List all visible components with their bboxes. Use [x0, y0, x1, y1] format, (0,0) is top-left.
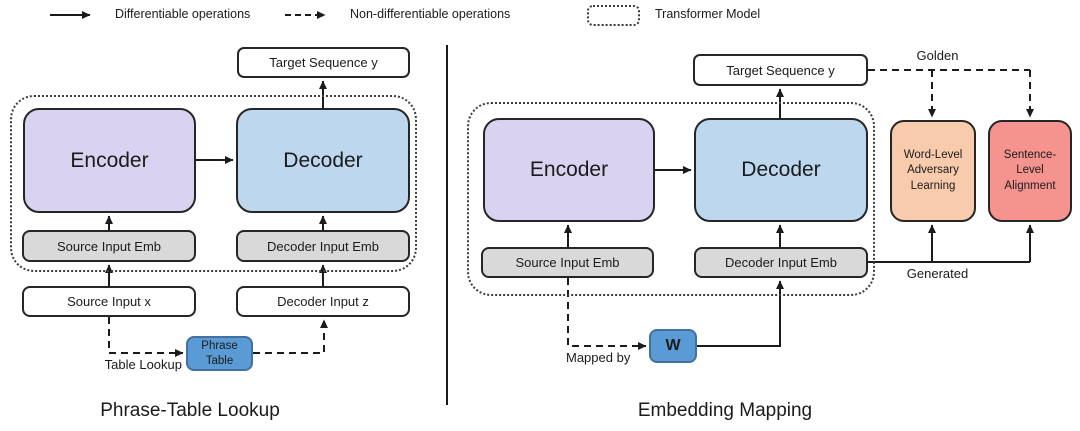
left-diagram-caption: Phrase-Table Lookup	[100, 400, 280, 421]
left-source-input-x-box: Source Input x	[22, 286, 196, 317]
dashed-left-srcx-to-phrasetable	[108, 317, 184, 357]
right-sentence-level-alignment-box: Sentence-Level Alignment	[988, 120, 1072, 222]
right-source-input-emb-box: Source Input Emb	[481, 247, 654, 278]
left-target-sequence-box: Target Sequence y	[237, 47, 410, 78]
left-encoder-box: Encoder	[23, 108, 196, 213]
right-generated-label: Generated	[906, 266, 969, 281]
right-w-matrix-box: W	[649, 329, 697, 363]
left-decoder-input-emb-box: Decoder Input Emb	[236, 230, 410, 262]
right-golden-label: Golden	[916, 48, 959, 63]
right-decoder-input-emb-box: Decoder Input Emb	[694, 247, 868, 278]
legend-transformer-frame-icon	[587, 5, 640, 26]
left-transformer-model-frame	[10, 95, 417, 272]
left-decoder-box: Decoder	[236, 108, 410, 213]
left-phrase-table-box: Phrase Table	[186, 336, 253, 371]
right-transformer-model-frame	[467, 102, 875, 296]
right-diagram-caption: Embedding Mapping	[637, 400, 813, 421]
left-table-lookup-label: Table Lookup	[104, 357, 182, 372]
right-encoder-box: Encoder	[483, 118, 655, 222]
right-mapped-by-label: Mapped by	[566, 350, 631, 365]
legend-non-differentiable-label: Non-differentiable operations	[350, 7, 511, 21]
left-source-input-emb-box: Source Input Emb	[22, 230, 196, 262]
right-word-level-adversary-box: Word-Level Adversary Learning	[890, 120, 976, 222]
left-decoder-input-z-box: Decoder Input z	[236, 286, 410, 317]
right-decoder-box: Decoder	[694, 118, 868, 222]
section-divider	[446, 45, 448, 405]
dashed-left-phrasetable-to-decz	[253, 319, 328, 354]
right-target-sequence-box: Target Sequence y	[693, 54, 868, 86]
legend-differentiable-label: Differentiable operations	[115, 7, 251, 21]
legend-transformer-label: Transformer Model	[655, 7, 761, 21]
